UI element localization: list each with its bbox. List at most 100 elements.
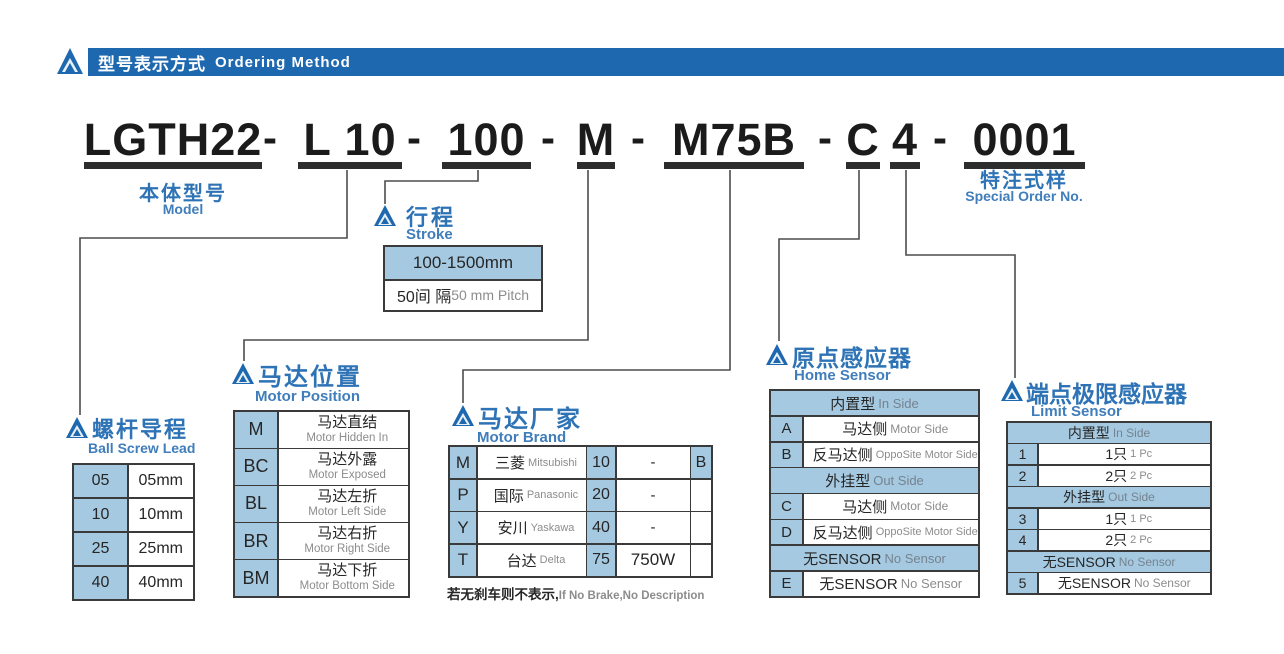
motor-position-code: BM: [235, 560, 277, 596]
motor-position-en: Motor Bottom Side: [299, 580, 395, 593]
stroke-pitch-en: 50 mm Pitch: [451, 287, 530, 304]
stroke-range: 100-1500mm: [412, 253, 514, 272]
desc-zh: 1只: [1105, 446, 1128, 463]
home-sensor-code: C: [771, 494, 802, 519]
group-en: Out Side: [1108, 490, 1155, 505]
model-code-dash: -: [541, 114, 555, 161]
desc-zh: 无SENSOR: [1057, 575, 1131, 592]
motor-brand-en: Mitsubishi: [528, 456, 577, 469]
special-order-label-zh: 特注式样: [980, 170, 1068, 192]
motor-brand-code: Y: [450, 512, 476, 544]
motor-brand-watt-code: 75: [587, 544, 615, 576]
ball-screw-table: 05 05mm 10 10mm 25 25mm 40 40mm: [72, 463, 195, 601]
connector-home-sensor: [778, 170, 860, 341]
motor-brand-watt: -: [616, 512, 690, 544]
model-code-dash: -: [263, 114, 277, 161]
model-label-en: Model: [162, 201, 204, 217]
motor-brand-watt: 750W: [616, 544, 690, 576]
motor-brand-note-zh: 若无刹车则不表示,: [447, 587, 559, 602]
group-en: In Side: [1112, 425, 1151, 440]
header-title-zh: 型号表示方式: [98, 54, 206, 74]
desc-en: OppoSite Motor Side: [875, 448, 978, 461]
ball-screw-value: 40mm: [128, 566, 193, 599]
motor-brand-brake: [691, 479, 711, 511]
limit-sensor-code: 5: [1008, 573, 1037, 593]
special-order-label-en: Special Order No.: [965, 188, 1083, 204]
model-code-dash: -: [407, 114, 421, 161]
group-en: In Side: [878, 395, 919, 411]
limit-sensor-marker-icon: [1001, 380, 1023, 401]
motor-position-zh: 马达下折: [317, 562, 378, 580]
group-en: Out Side: [873, 473, 924, 489]
motor-brand-en: Yaskawa: [530, 521, 575, 534]
motor-brand-brake: B: [691, 447, 711, 479]
model-code-segment-home-sensor: C: [846, 102, 880, 169]
model-code-segment-special: 0001: [964, 102, 1085, 169]
ball-screw-title-zh: 螺杆导程: [92, 417, 189, 442]
motor-position-en: Motor Right Side: [304, 543, 391, 556]
home-sensor-title-zh: 原点感应器: [792, 345, 912, 371]
ball-screw-value: 05mm: [128, 465, 193, 498]
desc-en: Motor Side: [890, 499, 949, 514]
motor-brand-zh: 三菱: [495, 455, 526, 473]
limit-sensor-code: 1: [1008, 444, 1037, 465]
motor-brand-title-zh: 马达厂家: [478, 406, 582, 433]
motor-brand-watt: -: [616, 479, 690, 511]
desc-zh: 马达侧: [842, 421, 888, 439]
motor-brand-zh: 国际: [493, 487, 524, 505]
limit-sensor-code: 3: [1008, 508, 1037, 529]
model-code-dash: -: [818, 114, 832, 161]
desc-en: 2 Pc: [1130, 534, 1153, 547]
connector-stroke: [384, 170, 479, 204]
stroke-range-cell: 100-1500mm: [385, 247, 541, 279]
model-code-segment-lead: L 10: [298, 102, 402, 169]
group-zh: 内置型: [830, 395, 876, 413]
motor-brand-watt-code: 10: [587, 447, 615, 479]
ball-screw-code: 05: [74, 465, 127, 498]
motor-brand-zh: 安川: [497, 520, 528, 538]
desc-en: 1 Pc: [1130, 448, 1153, 461]
motor-position-en: Motor Left Side: [308, 505, 387, 518]
home-sensor-code: D: [771, 520, 802, 545]
desc-zh: 1只: [1105, 510, 1128, 527]
motor-brand-zh: 台达: [506, 552, 537, 570]
home-sensor-code: A: [771, 416, 802, 442]
limit-sensor-title-en: Limit Sensor: [1031, 403, 1122, 420]
desc-zh: 反马达侧: [812, 447, 873, 465]
motor-position-zh: 马达直结: [317, 413, 378, 431]
group-en: No Sensor: [1118, 554, 1176, 569]
group-zh: 外挂型: [1063, 489, 1106, 506]
ball-screw-value: 10mm: [128, 498, 193, 532]
ball-screw-code: 40: [74, 566, 127, 599]
limit-sensor-title-zh: 端点极限感应器: [1026, 381, 1187, 407]
desc-en: 1 Pc: [1130, 512, 1153, 525]
home-sensor-code: B: [771, 442, 802, 467]
group-zh: 无SENSOR: [803, 550, 882, 568]
ball-screw-code: 10: [74, 498, 127, 532]
section-header-bar: 型号表示方式 Ordering Method: [88, 48, 1284, 76]
stroke-title-zh: 行程: [406, 205, 457, 230]
desc-en: OppoSite Motor Side: [875, 526, 978, 539]
motor-brand-watt-code: 40: [587, 512, 615, 544]
group-en: No Sensor: [884, 550, 946, 566]
home-sensor-marker-icon: [766, 344, 788, 365]
motor-position-en: Motor Exposed: [308, 468, 386, 481]
